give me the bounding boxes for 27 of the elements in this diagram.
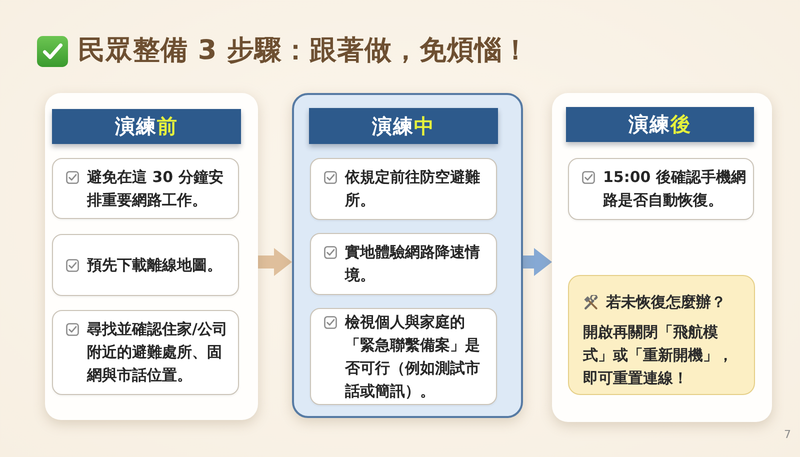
tip-text: 開啟再關閉「飛航模式」或「重新開機」，即可重置連線！	[583, 322, 734, 389]
phase-heading: 演練前	[52, 109, 241, 144]
checklist-card	[52, 158, 239, 219]
phase-heading: 演練中	[309, 108, 498, 144]
phase-heading: 演練後	[566, 107, 754, 142]
checklist-card	[52, 310, 239, 395]
checklist-text: 依規定前往防空避難所。	[345, 167, 481, 211]
page-title: 民眾整備 3 步驟：跟著做，免煩惱！	[78, 35, 530, 67]
flow-arrow	[258, 248, 292, 276]
checklist-text: 實地體驗網路降速情境。	[345, 242, 481, 286]
checklist-text: 避免在這 30 分鐘安排重要網路工作。	[87, 166, 224, 210]
checklist-card	[568, 158, 754, 220]
phase-panel	[292, 93, 523, 418]
phase-panel	[45, 93, 258, 420]
tip-card	[568, 275, 755, 395]
checklist-text: 15:00 後確認手機網路是否自動恢復。	[603, 167, 747, 211]
page-number: 7	[784, 428, 791, 442]
checklist-text: 檢視個人與家庭的「緊急聯繫備案」是否可行（例如測試市話或簡訊）。	[345, 312, 481, 402]
checklist-text: 尋找並確認住家/公司附近的避難處所、固網與市話位置。	[87, 319, 228, 386]
tip-heading: 若未恢復怎麼辦？	[606, 292, 726, 313]
checklist-card	[52, 234, 239, 296]
flow-arrow	[523, 248, 552, 276]
phase-panel	[552, 93, 772, 422]
checklist-text: 預先下載離線地圖。	[87, 254, 223, 276]
checklist-card	[310, 308, 497, 405]
checklist-card	[310, 233, 497, 295]
checklist-card	[310, 158, 497, 220]
